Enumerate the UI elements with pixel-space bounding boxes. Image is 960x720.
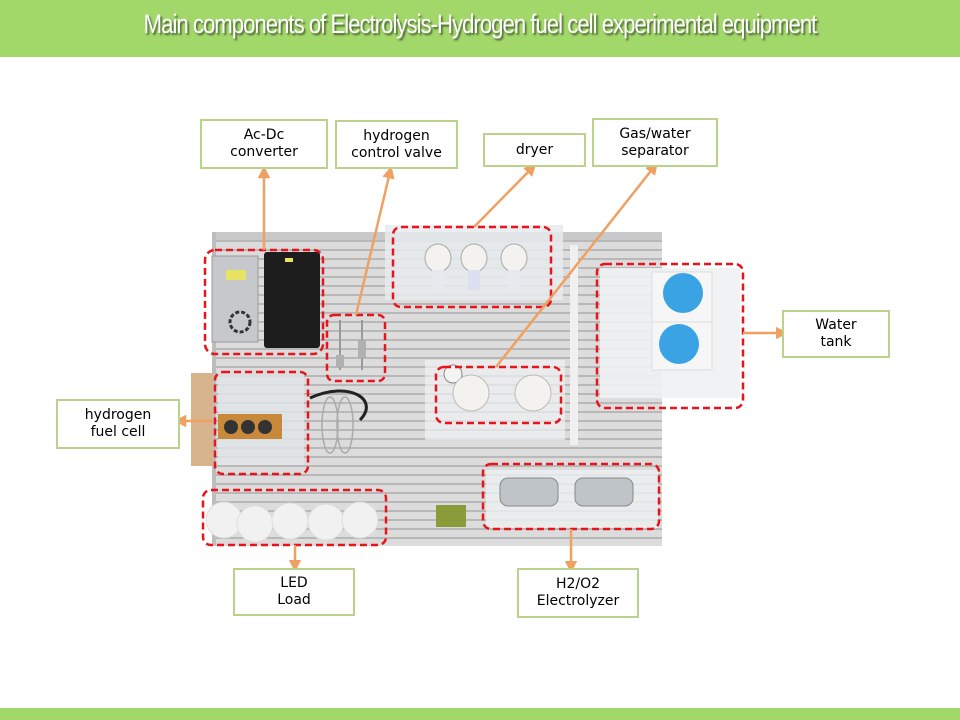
gas-water-separator-photo <box>425 360 565 440</box>
highlight-dryer <box>391 225 553 309</box>
title-banner: Main components of Electrolysis-Hydrogen… <box>0 0 960 57</box>
highlight-fuel-cell <box>213 370 310 476</box>
hydrogen-valve-photo <box>336 320 366 370</box>
label-separator-text: Gas/water separator <box>619 125 691 159</box>
label-acdc-converter: Ac-Dc converter <box>200 119 328 169</box>
electrolyzer-photo <box>436 470 658 528</box>
arrow-dryer <box>473 163 537 228</box>
label-hydrogen-fuel-cell: hydrogen fuel cell <box>56 399 180 449</box>
label-dryer: dryer <box>483 133 586 167</box>
slide-title: Main components of Electrolysis-Hydrogen… <box>143 9 818 39</box>
highlight-water-tank <box>595 262 745 410</box>
label-water-tank: Water tank <box>782 310 890 358</box>
acdc-converter-photo <box>211 252 320 348</box>
fuel-cell-photo <box>218 375 368 465</box>
label-fuel-cell-text: hydrogen fuel cell <box>84 407 152 440</box>
led-load-photo <box>205 501 379 543</box>
label-hydrogen-control-valve: hydrogen control valve <box>335 120 458 169</box>
arrow-valve <box>354 165 395 316</box>
label-gas-water-separator: Gas/water separator <box>592 118 718 167</box>
label-dryer-text: dryer <box>515 141 554 158</box>
label-led-text: LED Load <box>277 575 311 608</box>
label-acdc-text: Ac-Dc converter <box>230 127 298 160</box>
water-tank-photo <box>600 268 740 398</box>
dryer-photo <box>424 243 528 290</box>
footer-bar <box>0 708 960 720</box>
label-electrolyzer: H2/O2 Electrolyzer <box>517 568 639 618</box>
label-led-load: LED Load <box>233 568 355 616</box>
label-valve-text: hydrogen control valve <box>351 127 442 161</box>
arrow-separator <box>495 162 658 368</box>
label-electrolyzer-text: H2/O2 Electrolyzer <box>536 576 620 609</box>
label-water-tank-text: Water tank <box>815 317 857 350</box>
